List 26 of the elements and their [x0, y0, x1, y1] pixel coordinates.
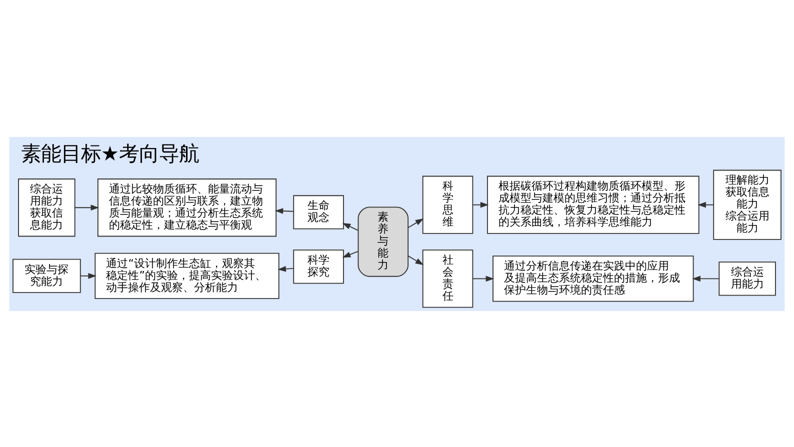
node-box: 社会责任 [422, 249, 474, 308]
node-box: 科学思维 [422, 175, 474, 234]
node-box: 实验与探究能力 [12, 258, 81, 292]
arrow [472, 275, 494, 282]
diagram-title: 素能目标★考向导航 [20, 141, 200, 166]
node-box: 通过分析信息传递在实践中的应用及提高生态系统稳定性的措施，形成保护生物与环境的责任感 [492, 255, 694, 302]
arrow [274, 208, 294, 214]
arrow [698, 201, 714, 208]
node-box: 通过“设计制作生态缸，观察其稳定性”的实验，提高实验设计、动手操作及观察、分析能力 [94, 252, 280, 298]
arrow [408, 254, 424, 265]
arrow [80, 272, 97, 278]
arrow [472, 201, 489, 208]
arrow [278, 266, 294, 272]
arrow [342, 222, 358, 230]
node-box: 素养与能力 [358, 206, 409, 276]
arrow [692, 275, 720, 282]
arrow [408, 218, 424, 228]
node-box: 综合运用能力 [718, 261, 776, 296]
node-box: 综合运用能力 获取信息能力 [18, 178, 76, 236]
node-box: 生命观念 [293, 194, 344, 229]
node-box: 理解能力 获取信息能力 综合运用能力 [713, 169, 782, 240]
node-box: 通过比较物质循环、能量流动与信息传递的区别与联系，建立物质与能量观；通过分析生态系统的稳定性，建立稳态与平衡观 [97, 178, 277, 236]
node-box: 根据碳循环过程构建物质循环模型、形成模型与建模的思维习惯；通过分析抵抗力稳定性、恢复力稳定性与总稳定性的关系曲线，培养科学思维能力 [487, 175, 700, 234]
arrow [74, 204, 100, 210]
node-box: 科学探究 [293, 249, 344, 284]
arrow [342, 250, 358, 258]
